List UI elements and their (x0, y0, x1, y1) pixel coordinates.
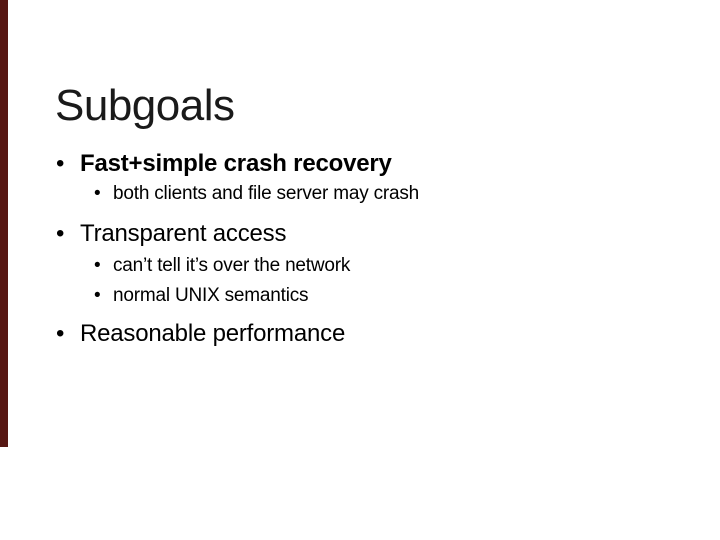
bullet-item: • both clients and file server may crash (94, 182, 419, 206)
bullet-text: Transparent access (80, 220, 287, 247)
bullet-item: • can’t tell it’s over the network (94, 254, 350, 278)
bullet-dot-icon: • (56, 320, 65, 347)
bullet-dot-icon: • (56, 150, 65, 177)
bullet-item: • Reasonable performance (56, 320, 345, 348)
bullet-dot-icon: • (94, 183, 101, 204)
slide-title: Subgoals (55, 81, 235, 131)
bullet-item: • normal UNIX semantics (94, 284, 309, 308)
bullet-dot-icon: • (94, 255, 101, 276)
bullet-text: normal UNIX semantics (113, 285, 309, 306)
left-accent-bar (0, 0, 8, 447)
bullet-text: Fast+simple crash recovery (80, 150, 392, 177)
bullet-item: • Fast+simple crash recovery (56, 150, 392, 178)
bullet-text: Reasonable performance (80, 320, 346, 347)
bullet-text: can’t tell it’s over the network (113, 255, 351, 276)
bullet-text: both clients and file server may crash (113, 183, 420, 204)
bullet-dot-icon: • (94, 285, 101, 306)
bullet-item: • Transparent access (56, 220, 286, 248)
bullet-dot-icon: • (56, 220, 65, 247)
